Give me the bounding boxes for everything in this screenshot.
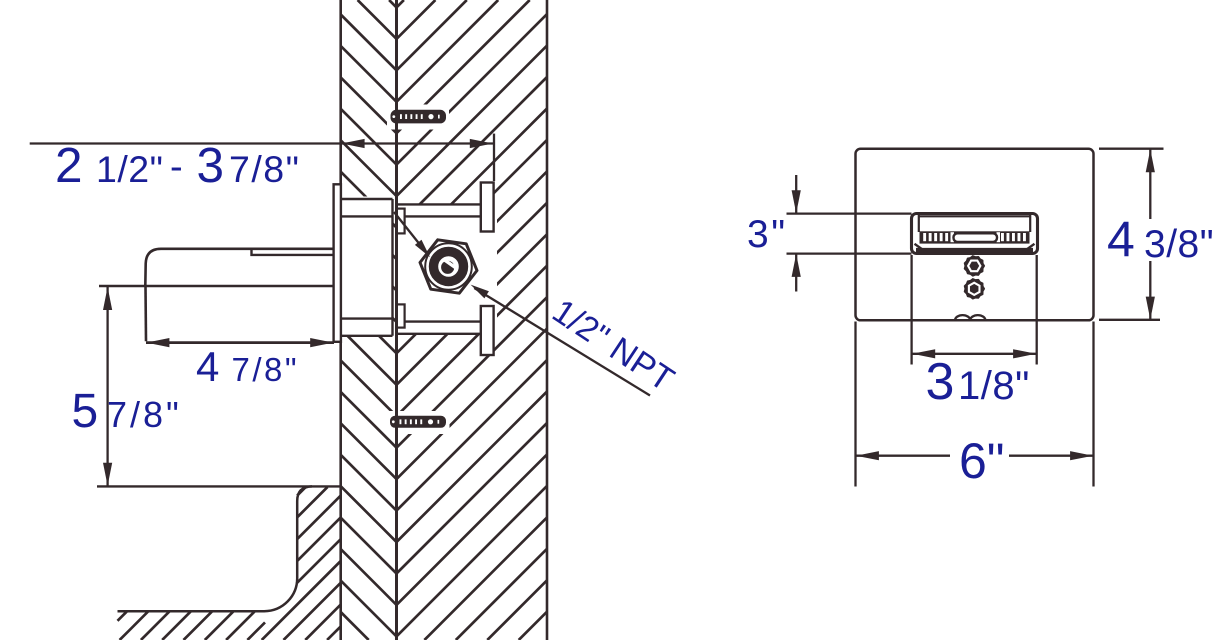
svg-text:5: 5 bbox=[72, 385, 99, 438]
svg-text:4: 4 bbox=[1107, 212, 1135, 268]
svg-text:-: - bbox=[170, 146, 183, 188]
svg-text:1/2": 1/2" bbox=[96, 148, 163, 190]
svg-text:3: 3 bbox=[926, 353, 955, 411]
svg-text:7/8": 7/8" bbox=[229, 148, 300, 190]
svg-text:7/8": 7/8" bbox=[107, 394, 182, 435]
svg-text:3": 3" bbox=[747, 213, 788, 256]
svg-text:2: 2 bbox=[55, 138, 83, 193]
svg-text:7/8": 7/8" bbox=[232, 351, 300, 388]
svg-text:1/8": 1/8" bbox=[958, 364, 1030, 408]
svg-text:3: 3 bbox=[197, 138, 225, 193]
svg-text:4: 4 bbox=[196, 343, 219, 390]
svg-text:6": 6" bbox=[959, 433, 1005, 489]
svg-text:3/8": 3/8" bbox=[1144, 223, 1214, 266]
